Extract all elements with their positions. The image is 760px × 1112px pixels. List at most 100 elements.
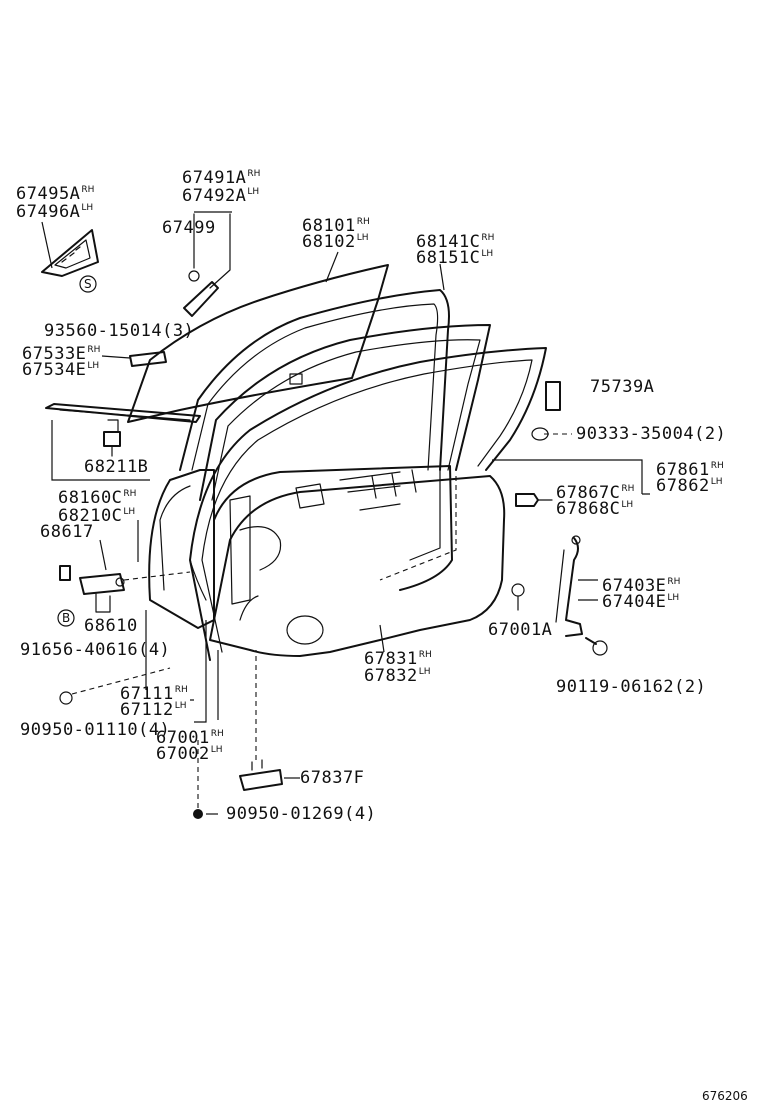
part-number-text: 67831	[364, 649, 418, 669]
part-number-text: 90333-35004(2)	[576, 424, 727, 444]
part-67867C-label: 67867CRH	[556, 485, 634, 502]
part-68102-label: 68102LH	[302, 234, 368, 251]
side-suffix-text: RH	[174, 685, 188, 695]
part-number-text: 75739A	[590, 377, 655, 397]
part-number-text: 67495A	[16, 184, 81, 204]
side-suffix-text: RH	[81, 185, 95, 195]
part-number-text: 67496A	[16, 202, 81, 222]
part-number-text: 67112	[120, 700, 174, 720]
part-90950-01110-label: 90950-01110(4)	[20, 722, 170, 739]
part-67495A-label: 67495ARH	[16, 186, 94, 203]
small-fasteners	[492, 381, 650, 611]
part-number-text: 90119-06162(2)	[556, 677, 707, 697]
opening-weatherstrip	[189, 347, 547, 661]
part-93560-15014-label: 93560-15014(3)	[44, 323, 194, 340]
part-67002-label: 67002LH	[156, 746, 222, 763]
part-number-text: 67404E	[602, 592, 667, 612]
part-67831-label: 67831RH	[364, 651, 432, 668]
part-number-text: 90950-01110(4)	[20, 720, 171, 740]
screw-90950-01269	[193, 740, 218, 819]
part-number-text: 67002	[156, 744, 210, 764]
part-67496A-label: 67496ALH	[16, 204, 93, 221]
part-67112-label: 67112LH	[120, 702, 186, 719]
callout-circles	[57, 275, 97, 627]
part-68617-label: 68617	[40, 524, 94, 541]
part-number-text: 67861	[656, 460, 710, 480]
part-number-text: 68101	[302, 216, 356, 236]
part-number-text: 67534E	[22, 360, 87, 380]
part-number-text: 93560-15014(3)	[44, 321, 195, 341]
part-67837F-label: 67837F	[300, 770, 364, 787]
part-67534E-label: 67534ELH	[22, 362, 99, 379]
part-number-text: 67491A	[182, 168, 247, 188]
part-67492A-label: 67492ALH	[182, 188, 259, 205]
hinge-leaders	[99, 520, 207, 723]
part-67499-label: 67499	[162, 220, 216, 237]
part-91656-40616-label: 91656-40616(4)	[20, 642, 170, 659]
part-number-text: 67533E	[22, 344, 87, 364]
part-68141C-label: 68141CRH	[416, 234, 494, 251]
side-suffix-text: RH	[210, 729, 224, 739]
part-number-text: 67001A	[488, 620, 553, 640]
side-suffix-text: LH	[174, 701, 187, 711]
callout-B: B	[62, 611, 71, 625]
side-suffix-text: LH	[621, 500, 634, 510]
part-68151C-label: 68151CLH	[416, 250, 493, 267]
side-suffix-text: RH	[123, 489, 137, 499]
part-67861-label: 67861RH	[656, 462, 724, 479]
part-number-text: 67492A	[182, 186, 247, 206]
side-suffix-text: RH	[481, 233, 495, 243]
part-number-text: 67832	[364, 666, 418, 686]
door-stopper	[239, 650, 300, 791]
side-suffix-text: LH	[123, 507, 136, 517]
diagram-id-code: 676206	[702, 1089, 748, 1103]
part-number-text: 68102	[302, 232, 356, 252]
part-68211B-label: 68211B	[84, 459, 148, 476]
side-suffix-text: LH	[356, 233, 369, 243]
part-number-text: 68211B	[84, 457, 149, 477]
door-check-arm	[555, 535, 598, 637]
side-suffix-text: RH	[356, 217, 370, 227]
part-number-text: 67862	[656, 476, 710, 496]
part-number-text: 68210C	[58, 506, 123, 526]
part-90119-06162-label: 90119-06162(2)	[556, 679, 706, 696]
side-suffix-text: LH	[710, 477, 723, 487]
part-67404E-label: 67404ELH	[602, 594, 679, 611]
part-68610-label: 68610	[84, 618, 138, 635]
door-trim-panel	[209, 469, 506, 657]
side-suffix-text: RH	[418, 650, 432, 660]
part-number-text: 67837F	[300, 768, 365, 788]
belt-moulding	[45, 351, 201, 423]
side-suffix-text: LH	[667, 593, 680, 603]
screw-90950-01110	[59, 667, 171, 705]
part-67491A-label: 67491ARH	[182, 170, 260, 187]
bolt-90119	[585, 637, 608, 656]
part-90950-01269-label: 90950-01269(4)	[226, 806, 376, 823]
part-67868C-label: 67868CLH	[556, 501, 633, 518]
side-suffix-text: LH	[81, 203, 94, 213]
part-number-text: 67868C	[556, 499, 621, 519]
side-suffix-text: LH	[87, 361, 100, 371]
side-suffix-text: RH	[667, 577, 681, 587]
part-67403E-label: 67403ERH	[602, 578, 680, 595]
part-number-text: 67001	[156, 728, 210, 748]
part-68210C-label: 68210CLH	[58, 508, 135, 525]
part-68101-label: 68101RH	[302, 218, 370, 235]
clip-67499	[183, 211, 232, 317]
part-67832-label: 67832LH	[364, 668, 430, 685]
part-number-text: 67403E	[602, 576, 667, 596]
corner-window-piece	[41, 221, 99, 277]
part-67001A-label: 67001A	[488, 622, 552, 639]
part-number-text: 68610	[84, 616, 138, 636]
part-number-text: 68617	[40, 522, 94, 542]
part-67862-label: 67862LH	[656, 478, 722, 495]
part-75739A-label: 75739A	[590, 379, 654, 396]
part-number-text: 68151C	[416, 248, 481, 268]
side-suffix-text: LH	[481, 249, 494, 259]
part-68160C-label: 68160CRH	[58, 490, 136, 507]
part-number-text: 67111	[120, 684, 174, 704]
part-number-text: 68141C	[416, 232, 481, 252]
part-number-text: 67499	[162, 218, 216, 238]
